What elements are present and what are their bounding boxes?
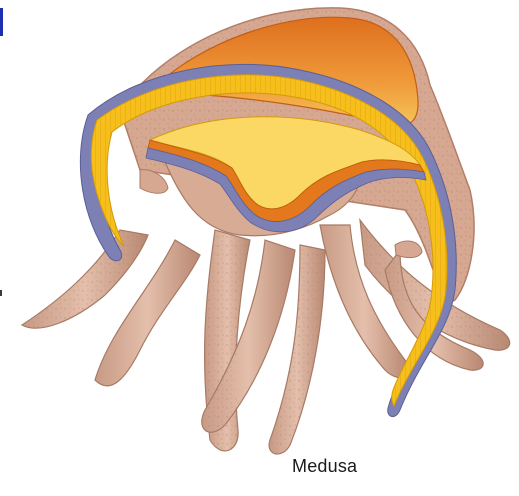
bell-margin-right: [395, 241, 422, 258]
diagram-caption: Medusa: [292, 456, 357, 477]
